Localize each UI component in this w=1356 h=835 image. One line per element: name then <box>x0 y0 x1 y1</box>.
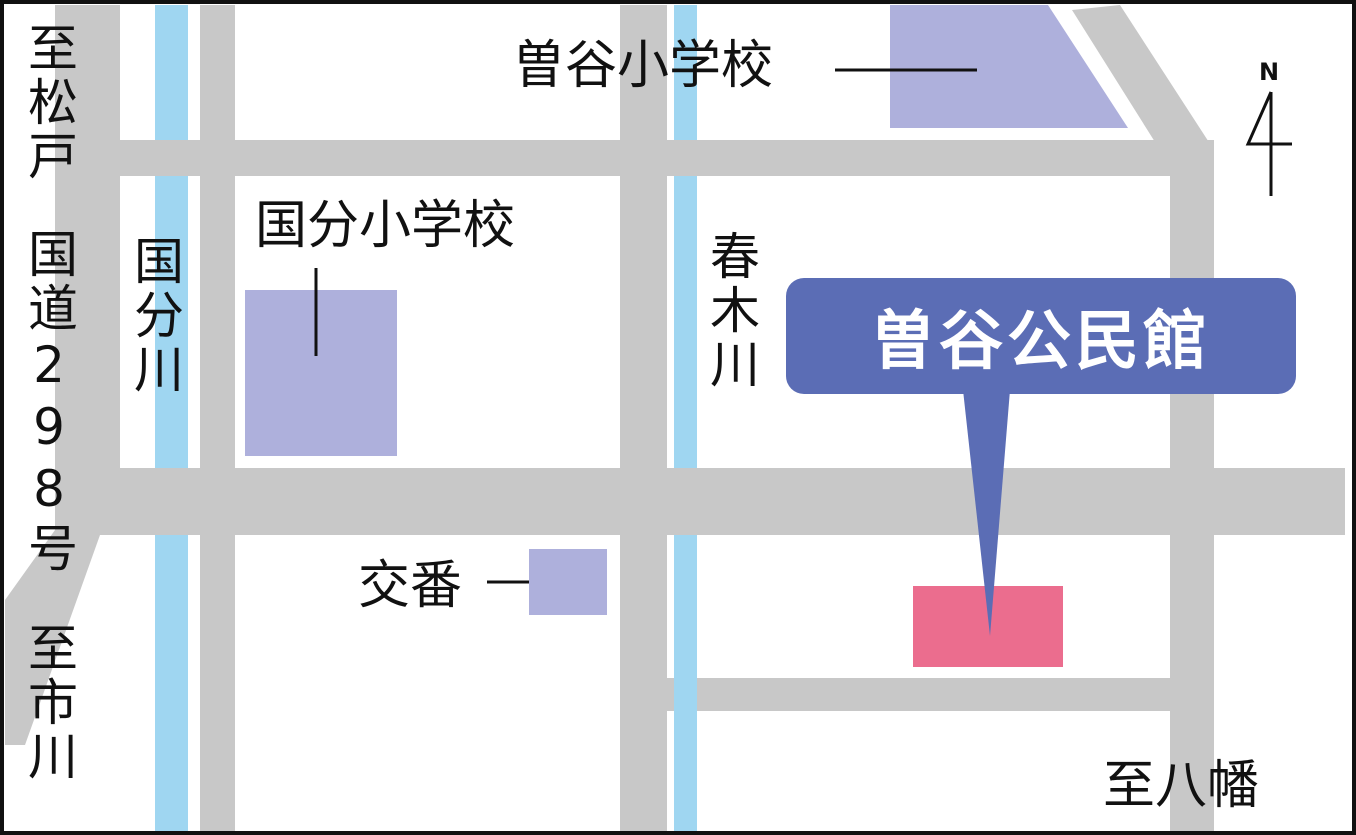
label-to-matsudo: 至松戸 <box>20 22 78 184</box>
horizontal-road-top <box>110 140 1214 176</box>
route-298-road <box>5 5 120 745</box>
kokubun-school-building <box>245 290 397 456</box>
rivers <box>155 5 697 833</box>
haruki-river <box>674 5 697 833</box>
label-route-298: 国道298号 <box>20 228 78 576</box>
label-to-yawata: 至八幡 <box>1103 756 1260 816</box>
horizontal-road-bottom <box>667 678 1170 711</box>
vertical-road-2 <box>620 5 667 833</box>
roads <box>5 5 1345 833</box>
callout-soya-community-center: 曽谷公民館 <box>786 278 1296 394</box>
callout-pointer <box>963 390 1010 636</box>
north-label: N <box>1259 58 1280 86</box>
label-to-ichikawa: 至市川 <box>20 622 78 784</box>
horizontal-road-main <box>55 468 1345 535</box>
kokubun-river <box>155 5 188 833</box>
koban-building <box>529 549 607 615</box>
north-arrow-icon <box>1245 91 1292 196</box>
label-haruki-river: 春木川 <box>702 230 760 392</box>
label-koban: 交番 <box>358 556 463 616</box>
label-kokubun-river: 国分川 <box>126 235 184 397</box>
label-soya-school: 曽谷小学校 <box>513 36 774 96</box>
label-kokubun-school: 国分小学校 <box>255 196 516 256</box>
vertical-road-1 <box>200 5 235 833</box>
soya-school-building <box>890 5 1128 128</box>
diagonal-road-ne <box>1072 5 1214 175</box>
